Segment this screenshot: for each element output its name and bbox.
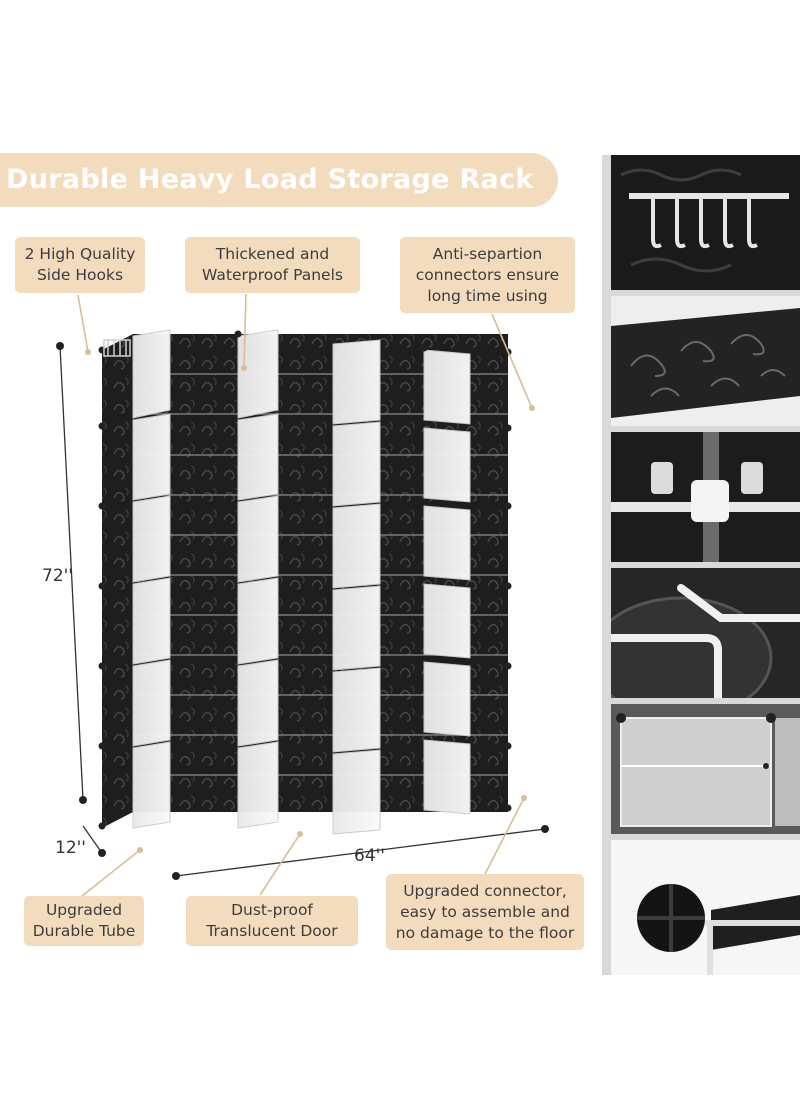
callout-connectors: Anti-separtion connectors ensure long ti… — [400, 237, 575, 313]
connector-dots — [98, 330, 512, 830]
thumbnail-connector-joint — [611, 432, 800, 562]
callout-door: Dust-proof Translucent Door — [186, 896, 358, 946]
thumbnail-side-hooks — [611, 155, 800, 290]
tube-frame-icon — [611, 568, 800, 698]
translucent-door-icon — [611, 704, 800, 834]
width-dim-left-dot — [172, 872, 180, 880]
detail-thumbnail-strip — [602, 155, 800, 975]
leader-lines — [77, 293, 533, 897]
height-dim-bottom-dot — [79, 796, 87, 804]
translucent-doors — [132, 329, 471, 835]
side-panel — [102, 334, 133, 828]
height-dim-top-dot — [56, 342, 64, 350]
depth-dim-dot — [98, 849, 106, 857]
thumbnail-tube-frame — [611, 568, 800, 698]
callout-panels: Thickened and Waterproof Panels — [185, 237, 360, 293]
height-dimension-line — [59, 345, 84, 801]
swirl-panel-icon — [611, 296, 800, 426]
page-title: Durable Heavy Load Storage Rack — [6, 164, 534, 195]
floor-connector-icon — [611, 840, 800, 975]
callout-side-hooks: 2 High Quality Side Hooks — [15, 237, 145, 293]
thumbnail-floor-connector — [611, 840, 800, 975]
thumbnail-translucent-door — [611, 704, 800, 834]
width-dim-right-dot — [541, 825, 549, 833]
callout-tube: Upgraded Durable Tube — [24, 896, 144, 946]
side-hooks-icon — [611, 155, 800, 290]
width-dimension-line — [175, 828, 546, 877]
thumbnail-swirl-panel — [611, 296, 800, 426]
title-banner: Durable Heavy Load Storage Rack — [0, 153, 558, 207]
leader-dots — [85, 349, 535, 853]
side-hook-basket — [103, 339, 131, 357]
callout-floor: Upgraded connector, easy to assemble and… — [386, 874, 584, 950]
dimension-depth-label: 12'' — [55, 838, 86, 858]
dimension-height-label: 72'' — [42, 566, 73, 586]
depth-dimension-line — [82, 825, 103, 854]
connector-joint-icon — [611, 432, 800, 562]
